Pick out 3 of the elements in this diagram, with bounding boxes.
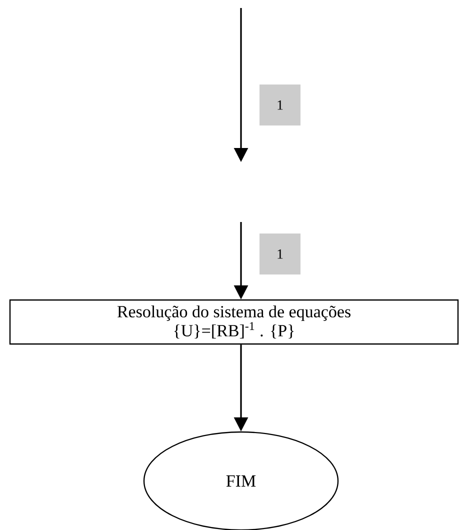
process-box: Resolução do sistema de equações {U}=[RB]$^{-1}$ . {P} — [9, 299, 459, 345]
connector-label: 1 — [260, 234, 300, 274]
connector-label: 1 — [260, 84, 300, 126]
